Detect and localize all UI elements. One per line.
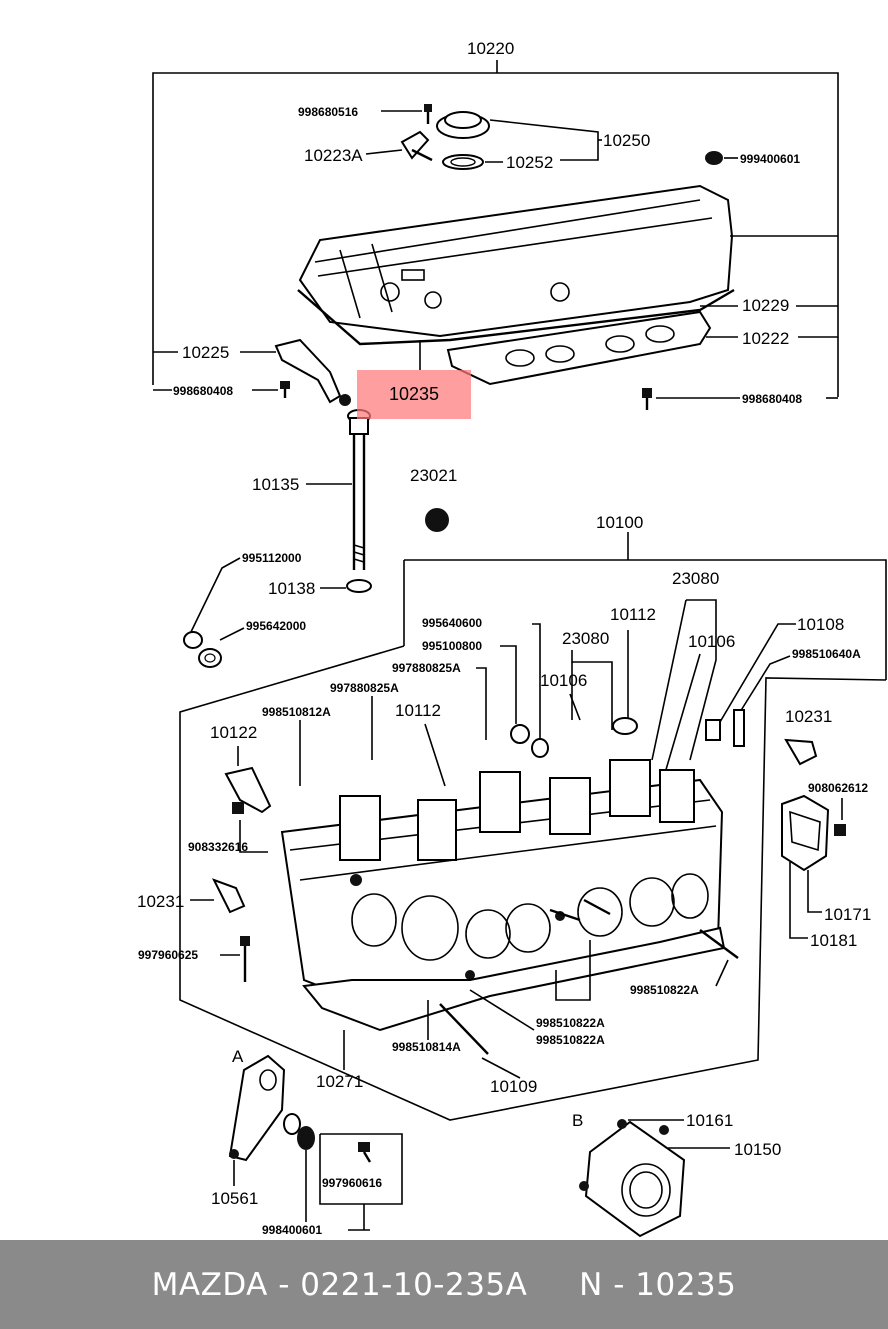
label-995100800: 995100800 — [422, 639, 482, 653]
label-998680516: 998680516 — [298, 105, 358, 119]
label-10229: 10229 — [742, 296, 789, 315]
bracket-10225 — [153, 338, 351, 406]
highlighted-part-label: 10235 — [388, 384, 440, 404]
cylinder-head-10100 — [280, 759, 724, 1002]
label-10181: 10181 — [810, 931, 857, 950]
label-908332616: 908332616 — [188, 840, 248, 854]
label-B: B — [572, 1111, 583, 1130]
valve-seal-10112 — [612, 717, 638, 735]
label-10250: 10250 — [603, 131, 650, 150]
label-10222: 10222 — [742, 329, 789, 348]
breather-10223a — [365, 130, 433, 162]
outlet-10150 — [579, 1119, 730, 1238]
separator-2: - — [602, 1266, 636, 1303]
leader-23080-top — [686, 599, 717, 761]
dowel-998510640a — [733, 709, 745, 747]
label-995642000: 995642000 — [246, 619, 306, 633]
label-10225: 10225 — [182, 343, 229, 362]
label-10100: 10100 — [596, 513, 643, 532]
label-908062612: 908062612 — [808, 781, 868, 795]
valve-guide-parts — [510, 724, 549, 758]
label-995640600: 995640600 — [422, 616, 482, 630]
label-997960625: 997960625 — [138, 948, 198, 962]
bracket-10561 — [228, 1054, 315, 1222]
part-number: 0221-10-235A — [300, 1266, 528, 1303]
label-997880825a-lower: 997880825A — [330, 681, 399, 695]
separator: - — [267, 1266, 301, 1303]
nut-999400601 — [705, 151, 738, 165]
label-997960616: 997960616 — [322, 1176, 382, 1190]
label-998510814a: 998510814A — [392, 1040, 461, 1054]
label-A: A — [232, 1047, 244, 1066]
label-10109: 10109 — [490, 1077, 537, 1096]
valve-cover — [297, 184, 838, 346]
label-998680408-right: 998680408 — [742, 392, 802, 406]
label-10106-left: 10106 — [540, 671, 587, 690]
label-23080-mid: 23080 — [562, 629, 609, 648]
seals-995112000-995642000 — [183, 557, 245, 668]
label-10271: 10271 — [316, 1072, 363, 1091]
label-10112-left: 10112 — [395, 701, 441, 720]
group-10100-bracket — [179, 532, 887, 1121]
oil-cap-10250 — [436, 111, 602, 170]
label-10112-right: 10112 — [610, 605, 656, 624]
gasket-10222 — [446, 305, 838, 386]
bolt-998680408-right — [642, 388, 838, 410]
label-10106-right: 10106 — [688, 632, 735, 651]
diagram-number: 10235 — [635, 1266, 737, 1303]
pin-10108 — [705, 719, 721, 741]
label-10138: 10138 — [268, 579, 315, 598]
label-995112000: 995112000 — [242, 551, 302, 565]
seal-10231-left — [211, 878, 246, 914]
label-998510822a-right: 998510822A — [630, 983, 699, 997]
label-10220: 10220 — [467, 39, 514, 58]
label-998680408-left: 998680408 — [173, 384, 233, 398]
label-23021: 23021 — [410, 466, 457, 485]
label-10135: 10135 — [252, 475, 299, 494]
seal-10231-right — [784, 738, 818, 766]
label-23080-top: 23080 — [672, 569, 719, 588]
footer-text: MAZDA - 0221-10-235A N - 10235 — [152, 1267, 737, 1303]
spacer — [527, 1267, 579, 1303]
label-10231-right: 10231 — [785, 707, 832, 726]
brand: MAZDA — [151, 1266, 268, 1303]
label-998510812a: 998510812A — [262, 705, 331, 719]
highlight-box — [357, 370, 471, 419]
label-10161: 10161 — [686, 1111, 733, 1130]
label-10231-left: 10231 — [137, 892, 184, 911]
label-998510822a-low: 998510822A — [536, 1033, 605, 1047]
parts-diagram: 10220 998680516 10223A 10250 10252 99940… — [137, 39, 887, 1238]
label-10223a: 10223A — [304, 146, 363, 165]
label-10252: 10252 — [506, 153, 553, 172]
label-999400601: 999400601 — [740, 152, 800, 166]
label-10171: 10171 — [824, 905, 871, 924]
label-10108: 10108 — [797, 615, 844, 634]
box-997960616 — [319, 1133, 403, 1231]
bolt-998680408-left — [153, 381, 290, 398]
label-998510640a: 998510640A — [792, 647, 861, 661]
plug-23021 — [425, 508, 449, 532]
housing-10171-10181 — [781, 794, 830, 939]
group-10220-bracket — [152, 60, 839, 397]
label-10561: 10561 — [211, 1189, 258, 1208]
label-10150: 10150 — [734, 1140, 781, 1159]
label-10122: 10122 — [210, 723, 257, 742]
bracket-10122 — [224, 766, 272, 814]
bolt-998680516 — [381, 104, 432, 124]
footer-bar: MAZDA - 0221-10-235A N - 10235 — [0, 1240, 888, 1329]
n-label: N — [579, 1266, 603, 1303]
studs — [439, 898, 739, 1055]
label-998400601: 998400601 — [262, 1223, 322, 1237]
gasket-10271 — [302, 926, 726, 1032]
head-bolt-10135 — [306, 409, 372, 593]
label-998510822a-mid: 998510822A — [536, 1016, 605, 1030]
label-997880825a-upper: 997880825A — [392, 661, 461, 675]
